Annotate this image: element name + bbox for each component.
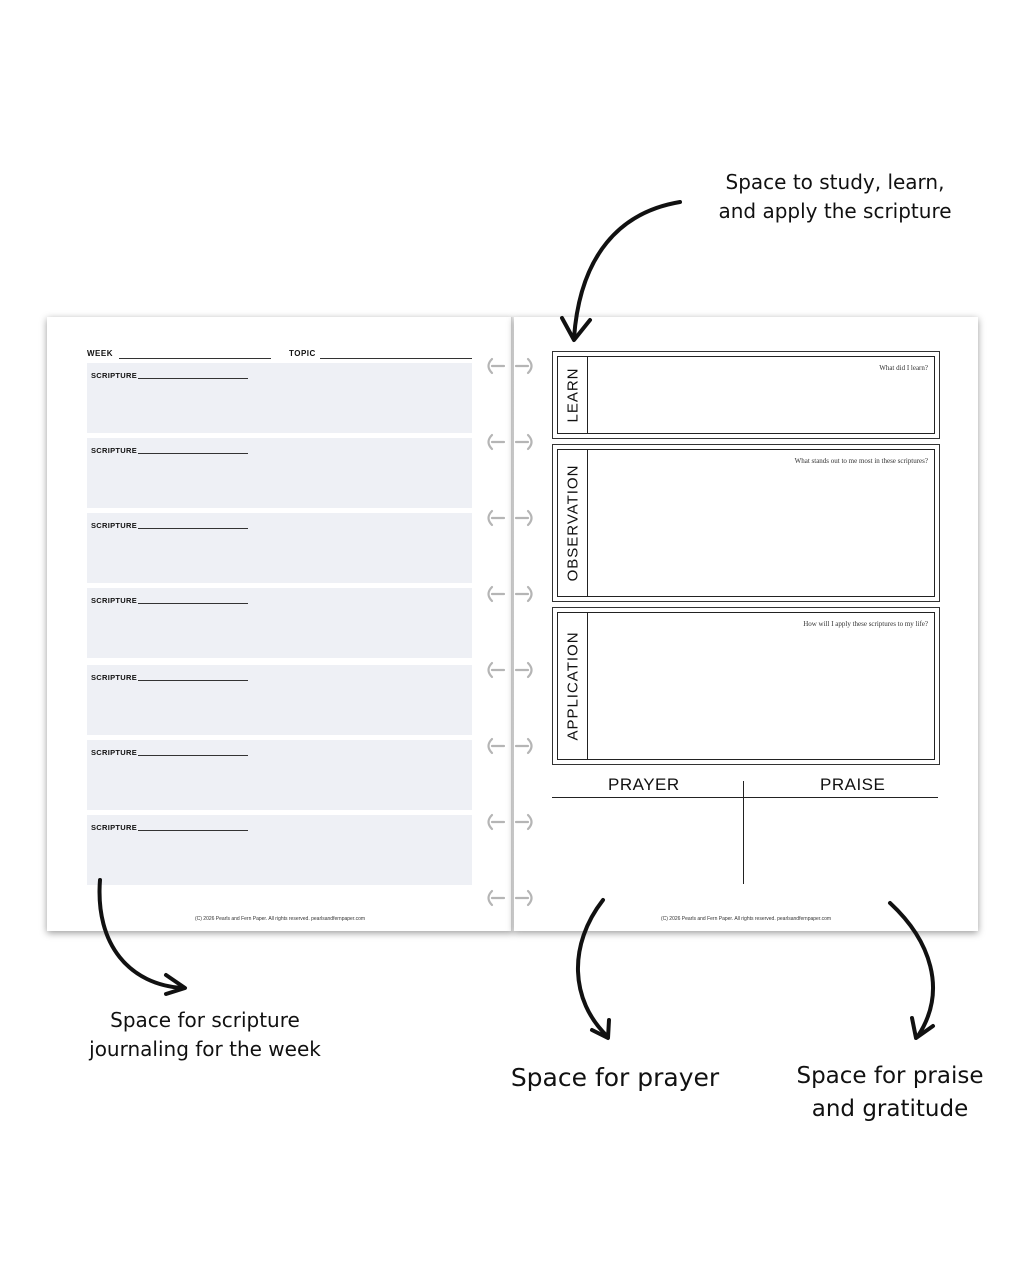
week-label: WEEK xyxy=(87,349,113,358)
callout-journaling-line2: journaling for the week xyxy=(89,1037,321,1061)
observation-tab-label: OBSERVATION xyxy=(564,464,581,582)
ring-icon xyxy=(487,661,533,679)
prayer-praise-divider xyxy=(743,781,744,884)
week-line xyxy=(119,358,271,359)
scripture-label: SCRIPTURE xyxy=(91,596,138,605)
scripture-line xyxy=(138,528,248,529)
topic-label: TOPIC xyxy=(289,349,316,358)
praise-heading: PRAISE xyxy=(820,775,886,794)
scripture-line xyxy=(138,378,248,379)
application-question: How will I apply these scriptures to my … xyxy=(803,620,928,628)
observation-section: OBSERVATION What stands out to me most i… xyxy=(552,444,940,602)
observation-question: What stands out to me most in these scri… xyxy=(794,457,928,465)
callout-praise-line2: and gratitude xyxy=(811,1096,969,1122)
scripture-line xyxy=(138,603,248,604)
scripture-box-2: SCRIPTURE xyxy=(87,438,472,508)
scripture-box-6: SCRIPTURE xyxy=(87,740,472,810)
callout-praise-line1: Space for praise xyxy=(796,1063,984,1089)
prayer-praise-rule xyxy=(552,797,938,798)
right-page-footer: (C) 2026 Pearls and Fern Paper. All righ… xyxy=(660,916,832,922)
scripture-line xyxy=(138,453,248,454)
scripture-line xyxy=(138,830,248,831)
scripture-label: SCRIPTURE xyxy=(91,371,138,380)
callout-journaling: Space for scripture journaling for the w… xyxy=(70,1006,340,1064)
learn-question: What did I learn? xyxy=(879,364,928,372)
right-planner-page: LEARN What did I learn? OBSERVATION What… xyxy=(514,317,978,931)
scripture-label: SCRIPTURE xyxy=(91,823,138,832)
observation-box: OBSERVATION What stands out to me most i… xyxy=(557,449,935,597)
ring-icon xyxy=(487,585,533,603)
scripture-line xyxy=(138,755,248,756)
application-tab-label: APPLICATION xyxy=(564,631,581,741)
prayer-heading: PRAYER xyxy=(608,775,680,794)
ring-icon xyxy=(487,889,533,907)
scripture-box-4: SCRIPTURE xyxy=(87,588,472,658)
application-section: APPLICATION How will I apply these scrip… xyxy=(552,607,940,765)
scripture-label: SCRIPTURE xyxy=(91,748,138,757)
callout-journaling-line1: Space for scripture xyxy=(110,1008,300,1032)
left-planner-page: WEEK TOPIC SCRIPTURE SCRIPTURE SCRIPTURE… xyxy=(47,317,513,931)
ring-icon xyxy=(487,813,533,831)
callout-praise: Space for praise and gratitude xyxy=(780,1060,1000,1126)
callout-study: Space to study, learn, and apply the scr… xyxy=(690,168,980,226)
observation-tab: OBSERVATION xyxy=(558,450,588,596)
scripture-box-1: SCRIPTURE xyxy=(87,363,472,433)
scripture-box-7: SCRIPTURE xyxy=(87,815,472,885)
ring-icon xyxy=(487,433,533,451)
binding-spine xyxy=(511,317,516,931)
application-box: APPLICATION How will I apply these scrip… xyxy=(557,612,935,760)
callout-study-line1: Space to study, learn, xyxy=(725,170,945,194)
application-tab: APPLICATION xyxy=(558,613,588,759)
topic-line xyxy=(320,358,472,359)
scripture-label: SCRIPTURE xyxy=(91,521,138,530)
callout-prayer: Space for prayer xyxy=(510,1063,720,1092)
ring-icon xyxy=(487,737,533,755)
learn-tab: LEARN xyxy=(558,357,588,433)
scripture-box-5: SCRIPTURE xyxy=(87,665,472,735)
scripture-line xyxy=(138,680,248,681)
learn-tab-label: LEARN xyxy=(564,367,581,423)
learn-section: LEARN What did I learn? xyxy=(552,351,940,439)
left-page-footer: (C) 2026 Pearls and Fern Paper. All righ… xyxy=(194,916,366,922)
scripture-label: SCRIPTURE xyxy=(91,446,138,455)
ring-icon xyxy=(487,357,533,375)
scripture-label: SCRIPTURE xyxy=(91,673,138,682)
learn-box: LEARN What did I learn? xyxy=(557,356,935,434)
ring-icon xyxy=(487,509,533,527)
binding-rings xyxy=(487,357,533,907)
callout-study-line2: and apply the scripture xyxy=(718,199,952,223)
scripture-box-3: SCRIPTURE xyxy=(87,513,472,583)
